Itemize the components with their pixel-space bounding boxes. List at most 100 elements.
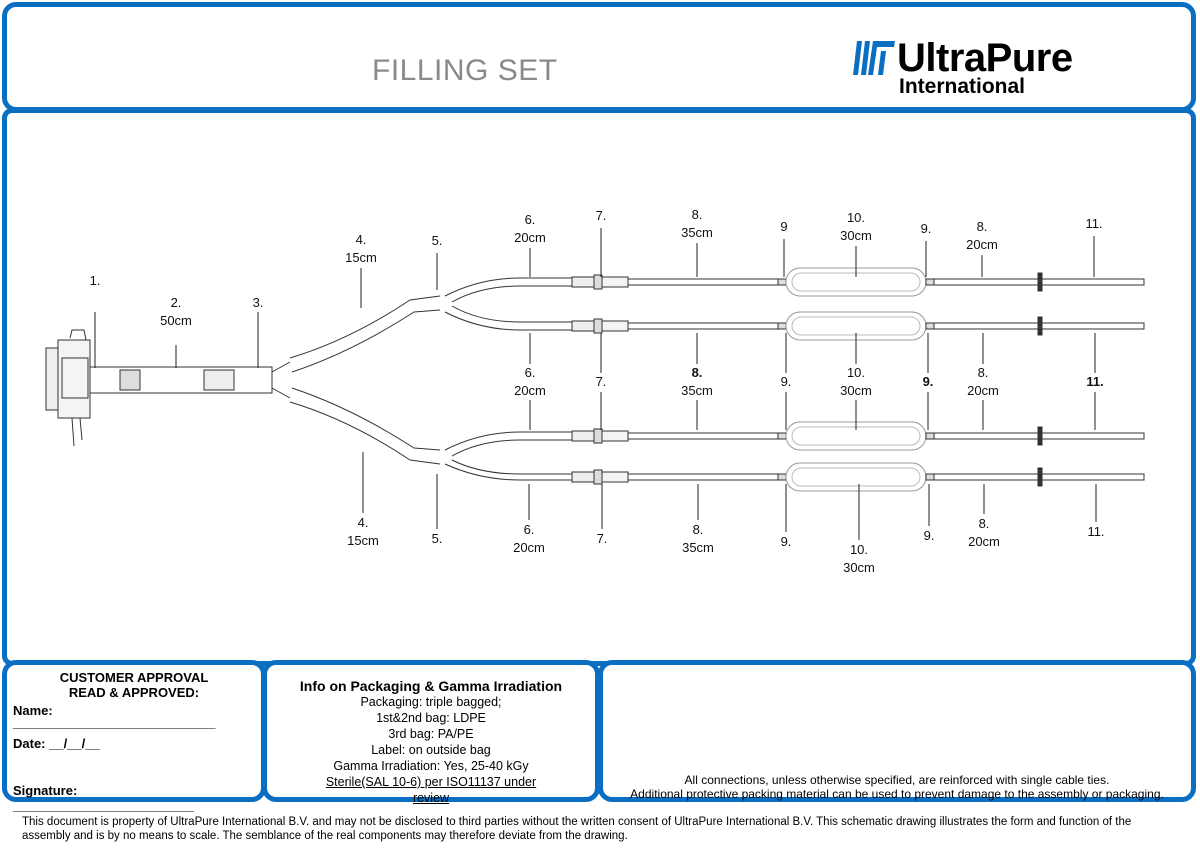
- connector-9: [777, 322, 787, 330]
- connector-1: [45, 329, 91, 447]
- callout-length: 15cm: [347, 533, 379, 548]
- callout-number: 9.: [781, 374, 792, 389]
- tube-11: [1041, 278, 1145, 286]
- line-c-tube-6: [444, 431, 580, 451]
- sterile-line-1: Sterile(SAL 10-6) per ISO11137 under: [325, 775, 537, 789]
- tube-2-sleeve: [119, 369, 141, 391]
- callout-number: 6.: [524, 522, 535, 537]
- callout-length: 15cm: [345, 250, 377, 265]
- packaging-line: Label: on outside bag: [371, 743, 491, 757]
- lower-tube-4: [289, 401, 441, 465]
- tube-8-short: [933, 278, 1039, 286]
- packaging-line: Packaging: triple bagged;: [360, 695, 502, 709]
- callout-number: 11.: [1087, 524, 1104, 539]
- connector-7: [571, 320, 595, 332]
- callout-number: 7.: [596, 208, 607, 223]
- callout-number: 4.: [358, 515, 369, 530]
- callout-length: 30cm: [840, 383, 872, 398]
- callout-length: 35cm: [682, 540, 714, 555]
- callout-length: 35cm: [681, 383, 713, 398]
- tube-8-long: [627, 278, 779, 286]
- logo-subtitle: International: [899, 75, 1026, 98]
- tube-8-short: [933, 432, 1039, 440]
- flange-11: [1037, 467, 1043, 487]
- callout-number: 8.: [693, 522, 704, 537]
- connector-9: [777, 278, 787, 286]
- approval-heading-line-2: READ & APPROVED:: [68, 685, 200, 700]
- customer-approval-box: CUSTOMER APPROVAL READ & APPROVED: Name:…: [2, 660, 266, 813]
- callout-number: 9.: [923, 374, 934, 389]
- flange-11: [1037, 426, 1043, 446]
- callout-length: 30cm: [843, 560, 875, 575]
- date-field[interactable]: Date: __/__/__: [13, 736, 100, 751]
- callout-length: 35cm: [681, 225, 713, 240]
- packaging-line: Gamma Irradiation: Yes, 25-40 kGy: [333, 759, 529, 773]
- connector-7: [571, 471, 595, 483]
- connector-7-collar: [593, 469, 603, 485]
- callout-length: 20cm: [514, 230, 546, 245]
- callout-length: 20cm: [513, 540, 545, 555]
- drawing-frame: [2, 108, 1196, 666]
- line-b-tube-6: [444, 311, 580, 331]
- callout-length: 50cm: [160, 313, 192, 328]
- packaging-heading: Info on Packaging & Gamma Irradiation: [299, 678, 563, 694]
- callout-length: 20cm: [968, 534, 1000, 549]
- packaging-line: 3rd bag: PA/PE: [388, 727, 474, 741]
- callout-number: 5.: [432, 531, 443, 546]
- tube-8-long: [627, 322, 779, 330]
- logo-name: UltraPure: [897, 36, 1073, 80]
- sterile-line-2: review: [412, 791, 450, 805]
- approval-heading-line-1: CUSTOMER APPROVAL: [59, 670, 209, 685]
- connector-7: [571, 430, 595, 442]
- logo-mark-icon: [853, 41, 895, 75]
- company-logo: UltraPure International: [851, 36, 1101, 101]
- connector-7: [571, 276, 595, 288]
- callout-number: 10.: [847, 210, 865, 225]
- callout-number: 9.: [781, 534, 792, 549]
- signature-field[interactable]: Signature: _________________________: [13, 783, 194, 813]
- connector-7-body: [601, 276, 629, 288]
- callout-number: 8.: [692, 365, 703, 380]
- tube-8-long: [627, 432, 779, 440]
- tube-11: [1041, 473, 1145, 481]
- tube-8-short: [933, 473, 1039, 481]
- note-line-1: All connections, unless otherwise specif…: [684, 773, 1110, 787]
- loop-10-inner: [791, 467, 921, 487]
- header-frame: FILLING SET UltraPure International: [2, 2, 1196, 112]
- connector-9: [925, 278, 935, 286]
- callout-length: 20cm: [966, 237, 998, 252]
- connector-7-collar: [593, 428, 603, 444]
- callout-number: 8.: [977, 219, 988, 234]
- callout-number: 8.: [979, 516, 990, 531]
- connector-7-collar: [593, 318, 603, 334]
- callout-number: 8.: [692, 207, 703, 222]
- tube-8-short: [933, 322, 1039, 330]
- approval-heading: CUSTOMER APPROVAL READ & APPROVED:: [7, 670, 261, 700]
- callout-length: 20cm: [514, 383, 546, 398]
- callout-number: 9.: [921, 221, 932, 236]
- connector-7-collar: [593, 274, 603, 290]
- callout-number: 6.: [525, 212, 536, 227]
- connector-7-body: [601, 471, 629, 483]
- loop-10-inner: [791, 316, 921, 336]
- packaging-line: 1st&2nd bag: LDPE: [376, 711, 486, 725]
- tube-2: [89, 366, 273, 394]
- flange-11: [1037, 272, 1043, 292]
- connector-7-body: [601, 320, 629, 332]
- connector-7-body: [601, 430, 629, 442]
- callout-number: 11.: [1085, 216, 1102, 231]
- footer-disclaimer: This document is property of UltraPure I…: [22, 816, 1132, 842]
- page-title: FILLING SET: [372, 54, 558, 87]
- callout-length: 20cm: [967, 383, 999, 398]
- connector-9: [777, 473, 787, 481]
- callout-number: 7.: [597, 531, 608, 546]
- callout-length: 30cm: [840, 228, 872, 243]
- name-field[interactable]: ____________________________: [13, 715, 216, 730]
- upper-tube-4: [289, 295, 441, 359]
- notes-box: All connections, unless otherwise specif…: [598, 660, 1196, 802]
- connector-9: [925, 432, 935, 440]
- callout-number: 3.: [253, 295, 264, 310]
- callout-number: 11.: [1086, 374, 1103, 389]
- callout-number: 9: [780, 219, 787, 234]
